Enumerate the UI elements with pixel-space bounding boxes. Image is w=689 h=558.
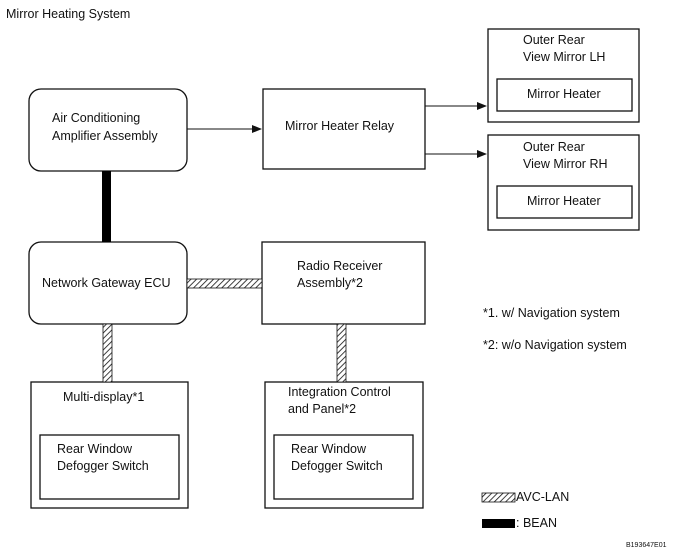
avc-lan-gateway-multidisplay (102, 323, 113, 383)
integration-label-line2: and Panel*2 (288, 402, 357, 416)
avc-lan-radio-integration (336, 323, 347, 383)
relay-label: Mirror Heater Relay (285, 119, 395, 133)
ac-amplifier-label-line1: Air Conditioning (52, 111, 141, 125)
multi-display-switch-block (39, 434, 180, 500)
multi-display-label: Multi-display*1 (63, 390, 145, 404)
ac-amplifier-label-line2: Amplifier Assembly (52, 129, 158, 143)
note-no-navigation: *2: w/o Navigation system (483, 338, 627, 352)
mirror-rh-label-line1: Outer Rear (523, 140, 585, 154)
avc-lan-gateway-radio (186, 278, 263, 289)
mirror-heater-relay-block (262, 88, 426, 170)
legend-avc-lan-label: AVC-LAN (516, 490, 570, 504)
figure-code: B193647E01 (626, 542, 667, 549)
radio-label-line1: Radio Receiver (297, 259, 383, 273)
multi-display-switch-line2: Defogger Switch (57, 459, 149, 473)
gateway-label: Network Gateway ECU (42, 276, 171, 290)
radio-label-line2: Assembly*2 (297, 276, 363, 290)
mirror-lh-heater-label: Mirror Heater (527, 87, 601, 101)
legend-bean-symbol (482, 519, 515, 528)
mirror-lh-heater-block (496, 78, 633, 112)
diagram-title: Mirror Heating System (6, 7, 131, 21)
mirror-lh-label-line1: Outer Rear (523, 33, 585, 47)
integration-label-line1: Integration Control (288, 385, 391, 399)
multi-display-switch-line1: Rear Window (57, 442, 133, 456)
integration-switch-line2: Defogger Switch (291, 459, 383, 473)
bean-bus-line (102, 171, 111, 242)
radio-receiver-block (261, 241, 426, 325)
mirror-rh-heater-label: Mirror Heater (527, 194, 601, 208)
mirror-lh-label-line2: View Mirror LH (523, 50, 606, 64)
integration-switch-line1: Rear Window (291, 442, 367, 456)
legend-avc-lan-symbol (481, 492, 516, 503)
legend-bean-label: : BEAN (516, 516, 557, 530)
mirror-rh-label-line2: View Mirror RH (523, 157, 608, 171)
integration-switch-block (273, 434, 414, 500)
note-navigation: *1. w/ Navigation system (483, 306, 620, 320)
mirror-rh-heater-block (496, 185, 633, 219)
